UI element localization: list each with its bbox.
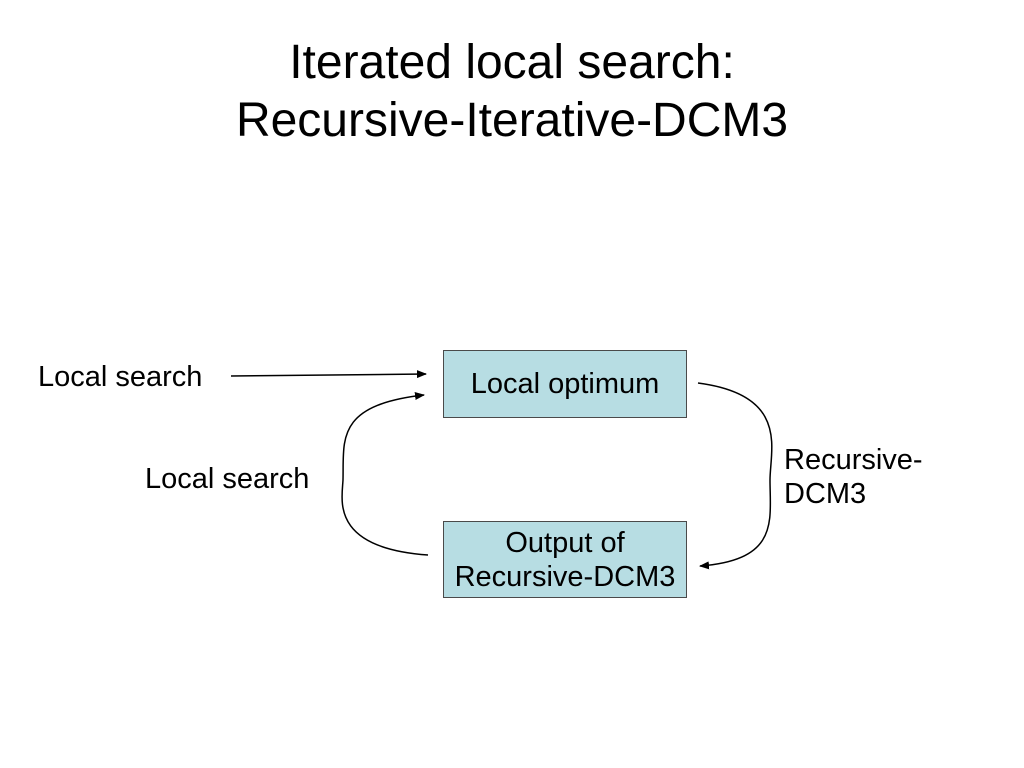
title-line-1: Iterated local search:: [289, 36, 735, 89]
recursive-label-line-2: DCM3: [784, 478, 867, 510]
recursive-dcm3-arrow: [697, 382, 773, 570]
local-search-loop-label: Local search: [145, 463, 310, 495]
output-label-line-2: Recursive-DCM3: [454, 560, 676, 593]
recursive-label-line-1: Recursive-: [784, 444, 923, 476]
output-label-line-1: Output of: [505, 526, 625, 559]
local-search-loop-arrow: [341, 392, 429, 556]
output-box: Output of Recursive-DCM3: [443, 521, 687, 598]
local-optimum-box: Local optimum: [443, 350, 687, 418]
slide-title: Iterated local search: Recursive-Iterati…: [0, 34, 1024, 150]
local-search-entry-label: Local search: [38, 361, 203, 393]
title-line-2: Recursive-Iterative-DCM3: [235, 94, 789, 147]
recursive-dcm3-label: Recursive- DCM3: [784, 443, 923, 511]
local-optimum-label: Local optimum: [470, 368, 660, 400]
entry-arrow: [230, 370, 427, 379]
